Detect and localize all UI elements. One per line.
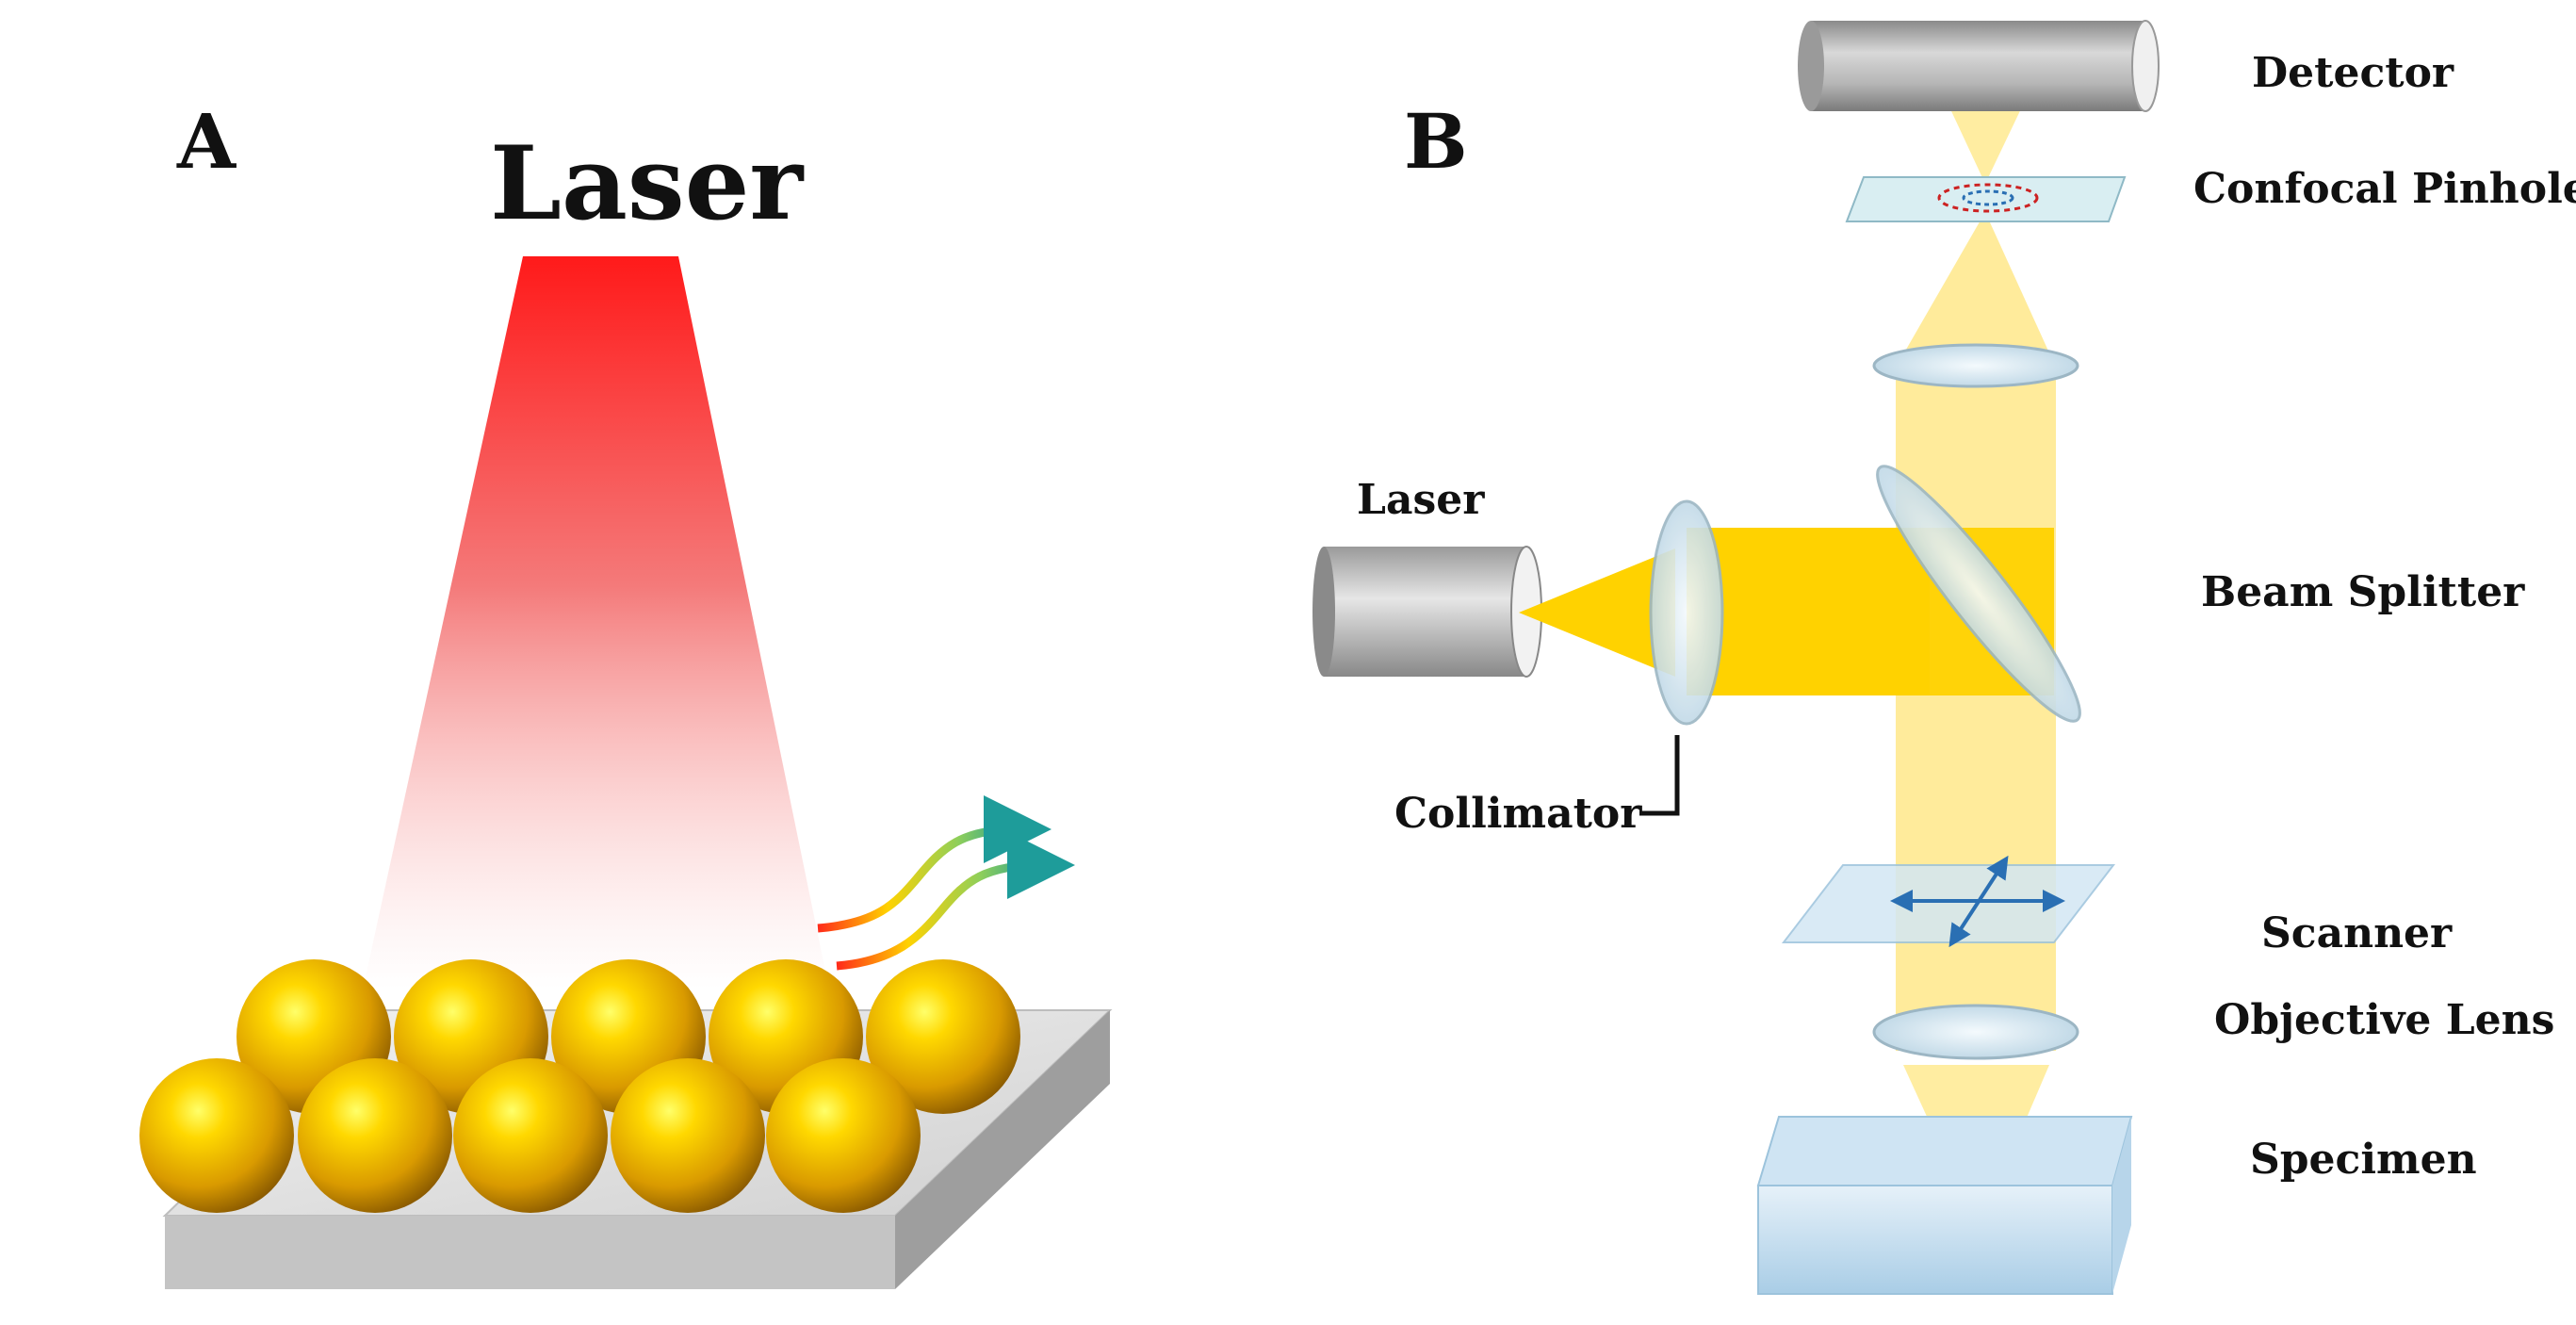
gold-sphere-icon (611, 1058, 765, 1213)
gold-nanospheres-front-row (139, 1058, 921, 1213)
detector (1798, 20, 2160, 112)
label-objective-lens: Objective Lens (2214, 996, 2554, 1044)
label-confocal-pinhole: Confocal Pinhole (2193, 165, 2576, 213)
laser-title-a: Laser (490, 124, 805, 243)
label-scanner: Scanner (2261, 909, 2453, 957)
emission-arrows (817, 795, 1075, 971)
panel-a: A Laser (139, 97, 1113, 1289)
gold-sphere-icon (139, 1058, 294, 1213)
objective-lens (1872, 1004, 2079, 1060)
panel-b-label: B (1404, 97, 1468, 186)
collimated-beam (1687, 528, 1930, 695)
collimator-leader (1639, 735, 1680, 816)
wavy-arrow-icon (836, 831, 1075, 971)
gold-sphere-icon (866, 959, 1020, 1114)
wavy-arrow-icon (817, 795, 1052, 933)
collimator-lens (1649, 499, 1724, 726)
label-beam-splitter: Beam Splitter (2201, 568, 2525, 616)
laser-divergent-beam (1519, 548, 1675, 677)
panel-a-label: A (176, 97, 236, 186)
detector-beam (1946, 99, 2026, 184)
label-collimator: Collimator (1394, 790, 1642, 838)
specimen (1756, 1116, 2133, 1295)
label-laser: Laser (1357, 476, 1485, 524)
laser-beam-cone (363, 256, 829, 990)
laser-source-icon (1312, 546, 1542, 678)
label-detector: Detector (2252, 49, 2454, 97)
gold-sphere-icon (298, 1058, 452, 1213)
gold-sphere-icon (766, 1058, 921, 1213)
label-specimen: Specimen (2250, 1136, 2477, 1184)
panel-b: B (1312, 20, 2576, 1295)
gold-sphere-icon (453, 1058, 608, 1213)
scanner (1781, 855, 2116, 948)
lens-icon (1872, 343, 2079, 388)
beam-splitter (1876, 465, 2081, 723)
focus-cone-upper (1896, 212, 2056, 368)
confocal-pinhole (1845, 176, 2127, 222)
vertical-beam (1896, 368, 2056, 1051)
